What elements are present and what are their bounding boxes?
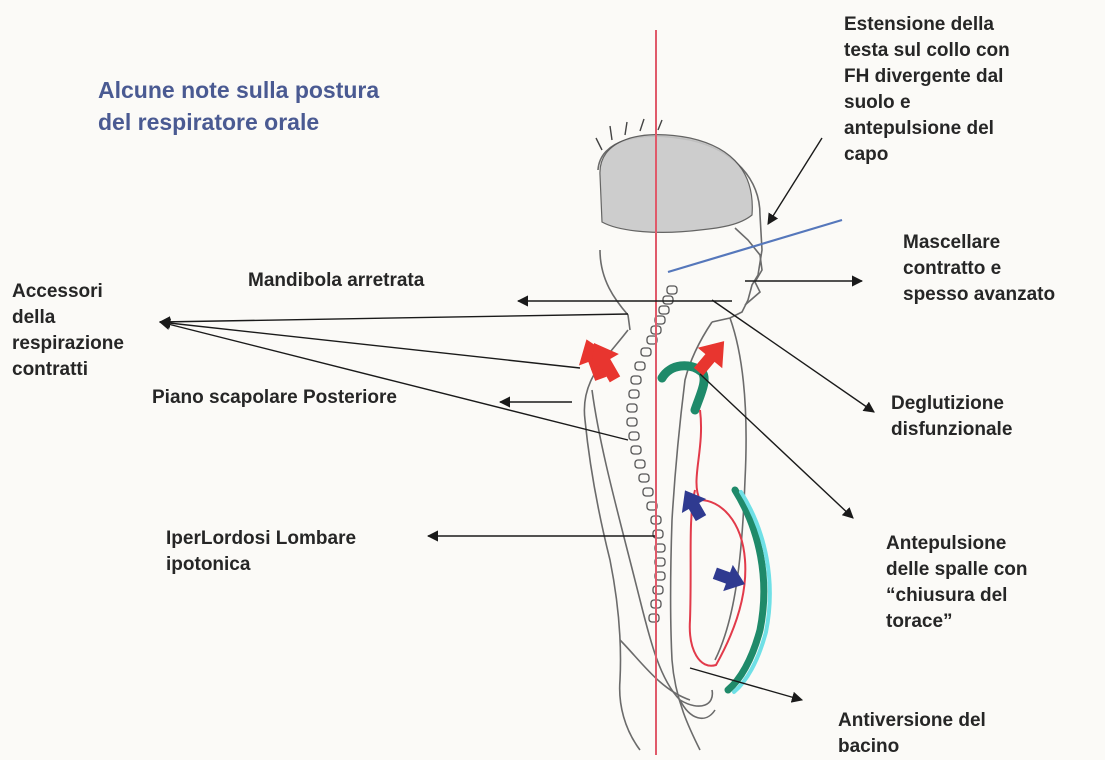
arrow-accessori-2 — [160, 322, 580, 368]
label-mascellare: Mascellare contratto e spesso avanzato — [903, 230, 1055, 308]
vertebra — [635, 362, 645, 370]
label-accessori: Accessori della respirazione contratti — [12, 279, 124, 383]
vertebra — [639, 474, 649, 482]
arm — [592, 390, 712, 706]
label-antiversione: Antiversione del bacino — [838, 708, 986, 760]
blue-arrow-upper — [673, 483, 713, 525]
chest-contour — [715, 318, 746, 660]
vertebra — [641, 348, 651, 356]
face-profile — [735, 228, 762, 305]
label-iperlordosi: IperLordosi Lombare ipotonica — [166, 526, 356, 578]
vertebra — [627, 418, 637, 426]
vertebra — [643, 488, 653, 496]
vertebra — [663, 296, 673, 304]
arrow-antepulsione — [700, 374, 853, 518]
teal-shoulder-curve — [662, 366, 704, 410]
vertebra — [649, 614, 659, 622]
label-piano: Piano scapolare Posteriore — [152, 385, 397, 411]
vertebra — [653, 530, 663, 538]
neck-back — [600, 250, 630, 330]
arrow-accessori-1 — [160, 314, 628, 322]
vertebra — [635, 460, 645, 468]
label-estensione: Estensione della testa sul collo con FH … — [844, 12, 1010, 168]
vertebra — [627, 404, 637, 412]
vertebra — [631, 376, 641, 384]
label-antepulsione-spalle: Antepulsione delle spalle con “chiusura … — [886, 531, 1028, 635]
vertebra — [629, 390, 639, 398]
vertebra — [659, 306, 669, 314]
vertebra — [631, 446, 641, 454]
red-abdomen-line — [690, 410, 746, 666]
arrow-estensione — [768, 138, 822, 224]
arrow-accessori-3 — [160, 322, 628, 440]
arrow-deglutizione — [712, 300, 874, 412]
vertebra — [629, 432, 639, 440]
label-mandibola: Mandibola arretrata — [248, 268, 424, 294]
hair — [600, 135, 752, 233]
spine — [627, 286, 677, 622]
page-title: Alcune note sulla postura del respirator… — [98, 74, 379, 138]
label-deglutizione: Deglutizione disfunzionale — [891, 391, 1012, 443]
vertebra — [667, 286, 677, 294]
vertebra — [653, 586, 663, 594]
